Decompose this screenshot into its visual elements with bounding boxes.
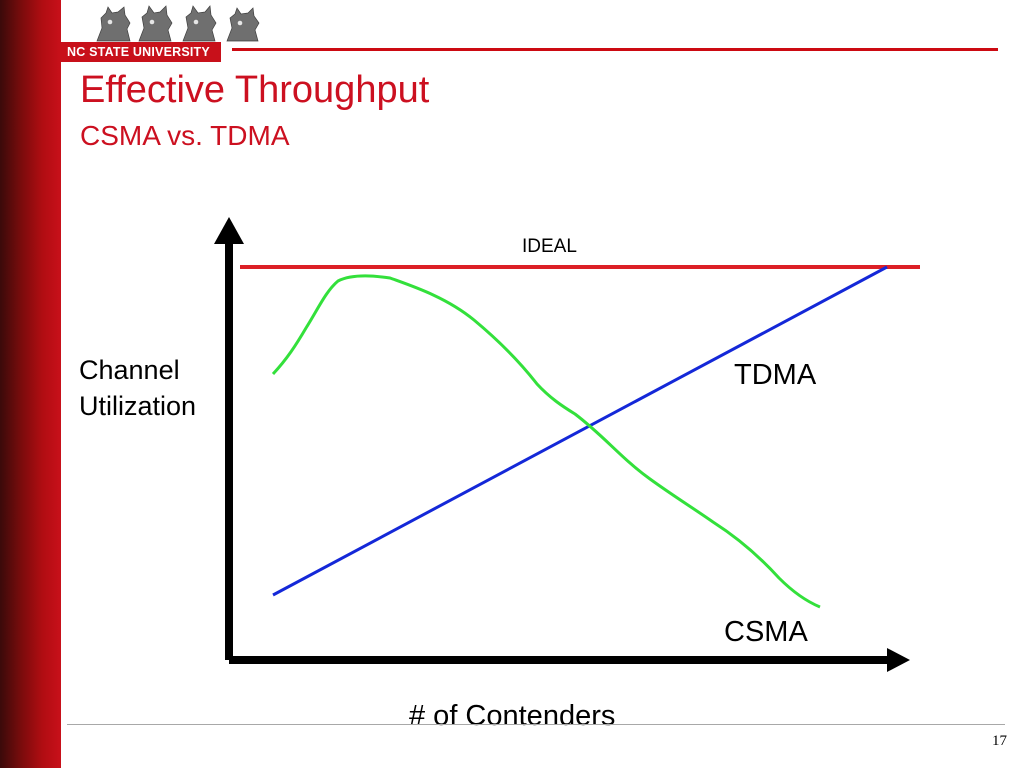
slide-title: Effective Throughput (80, 69, 430, 111)
tdma-line (272, 265, 888, 597)
y-axis-label: Channel Utilization (79, 352, 196, 424)
logo: NC STATE UNIVERSITY (61, 0, 260, 66)
csma-curve (271, 274, 821, 609)
ideal-label: IDEAL (522, 236, 577, 257)
wolf-pack-logo-icon (96, 5, 260, 42)
y-axis-label-line1: Channel (79, 355, 180, 385)
arrow-right-icon (887, 648, 910, 672)
header-rule (232, 48, 998, 51)
slide-subtitle: CSMA vs. TDMA (80, 120, 290, 151)
csma-label: CSMA (724, 616, 808, 648)
tdma-label: TDMA (734, 359, 817, 391)
ncsu-logo-text: NC STATE UNIVERSITY (61, 42, 221, 62)
left-sidebar-bar (0, 0, 61, 768)
footer-rule (67, 724, 1005, 725)
page-number: 17 (992, 733, 1007, 749)
arrow-up-icon (214, 217, 244, 244)
x-axis-label: # of Contenders (409, 700, 616, 732)
y-axis-label-line2: Utilization (79, 391, 197, 421)
